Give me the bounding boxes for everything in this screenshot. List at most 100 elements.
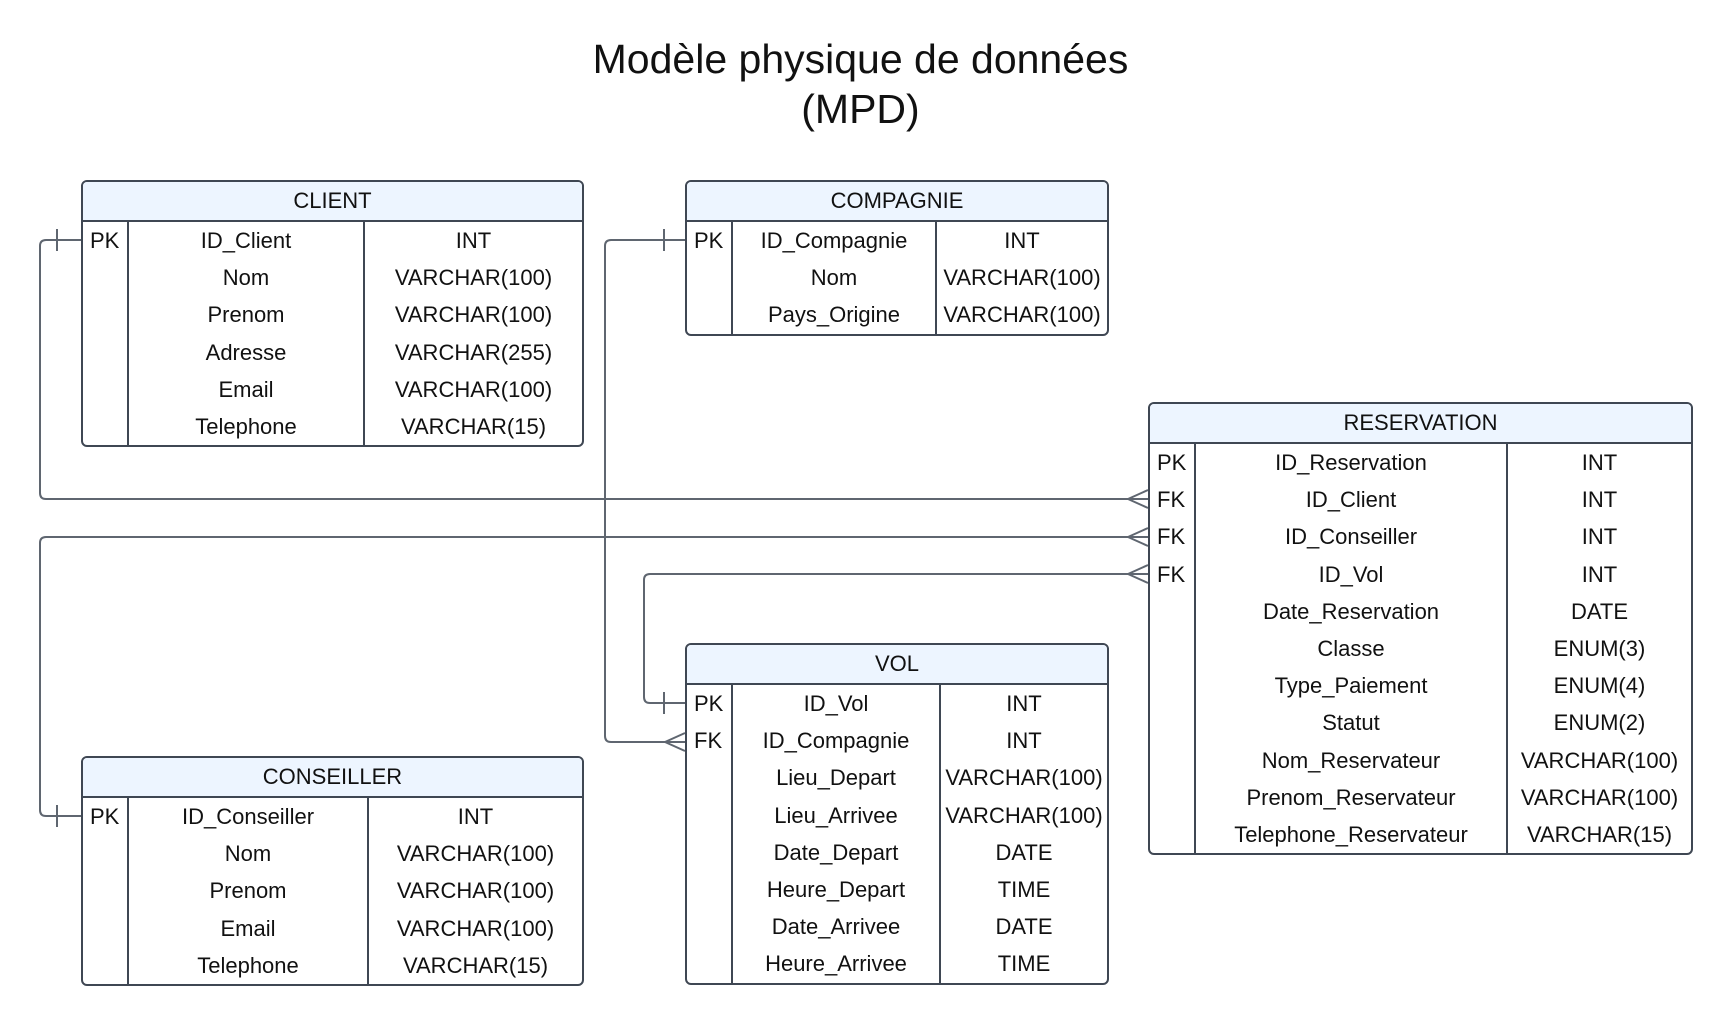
diagram-title-line-2: (MPD) — [801, 86, 920, 132]
table-row: Nom_Reservateur VARCHAR(100) — [1150, 742, 1691, 779]
field-type: INT — [1581, 487, 1618, 513]
field-name: Prenom — [207, 302, 285, 328]
field-type: VARCHAR(100) — [396, 841, 555, 867]
field-type: ENUM(4) — [1553, 673, 1646, 699]
field-name: Email — [220, 915, 276, 941]
field-type: VARCHAR(100) — [1520, 747, 1679, 773]
field-type: VARCHAR(15) — [402, 952, 549, 978]
field-type: VARCHAR(100) — [945, 765, 1103, 791]
field-name: Prenom_Reservateur — [1246, 784, 1456, 810]
field-type: INT — [1581, 450, 1618, 475]
field-type: VARCHAR(100) — [394, 376, 553, 402]
key-marker — [83, 371, 127, 408]
field-type: ENUM(2) — [1553, 710, 1646, 736]
field-name: Nom_Reservateur — [1261, 747, 1441, 773]
key-marker — [687, 759, 731, 796]
key-marker: PK — [1157, 450, 1187, 475]
field-name: Classe — [1317, 635, 1385, 661]
key-marker — [83, 872, 127, 909]
key-marker — [687, 834, 731, 871]
crow-foot-marker-vol — [664, 732, 686, 752]
key-marker: FK — [694, 728, 723, 754]
field-type: VARCHAR(100) — [945, 802, 1103, 828]
field-name: Date_Depart — [773, 839, 899, 865]
diagram-title-line-1: Modèle physique de données — [592, 36, 1129, 82]
key-marker — [687, 259, 731, 296]
field-type: VARCHAR(100) — [394, 265, 553, 291]
field-type: VARCHAR(100) — [1520, 784, 1679, 810]
key-marker — [83, 334, 127, 371]
field-type: DATE — [1570, 598, 1629, 624]
column-divider — [127, 798, 129, 984]
key-marker — [687, 908, 731, 945]
field-type: TIME — [997, 876, 1051, 902]
column-divider — [731, 222, 733, 334]
key-marker: FK — [1157, 487, 1186, 513]
field-name: ID_Compagnie — [760, 228, 908, 253]
key-marker — [83, 835, 127, 872]
key-marker: PK — [90, 228, 120, 253]
key-marker — [687, 296, 731, 333]
key-marker — [687, 871, 731, 908]
field-name: Prenom — [209, 878, 287, 904]
key-marker: FK — [1157, 524, 1186, 550]
table-row: Prenom VARCHAR(100) — [83, 296, 582, 333]
field-type: INT — [457, 804, 494, 829]
field-type: VARCHAR(100) — [943, 265, 1101, 291]
key-marker: PK — [90, 804, 120, 829]
field-name: Telephone — [195, 413, 297, 439]
table-row: Nom VARCHAR(100) — [83, 835, 582, 872]
key-marker — [687, 797, 731, 834]
field-name: Nom — [222, 265, 270, 291]
field-name: ID_Conseiller — [181, 804, 315, 829]
table-row: Prenom_Reservateur VARCHAR(100) — [1150, 779, 1691, 816]
key-marker: FK — [1157, 561, 1186, 587]
entity-header-vol: VOL — [687, 645, 1107, 685]
field-type: VARCHAR(100) — [943, 302, 1101, 328]
field-name: ID_Client — [200, 228, 292, 253]
field-type: INT — [1006, 691, 1042, 716]
table-row: PK ID_Conseiller INT — [83, 798, 582, 835]
field-type: VARCHAR(100) — [394, 302, 553, 328]
field-name: Telephone_Reservateur — [1234, 821, 1468, 847]
key-marker — [83, 910, 127, 947]
crow-foot-marker-reservation — [1127, 564, 1149, 584]
column-divider — [127, 222, 129, 446]
field-name: ID_Conseiller — [1284, 524, 1418, 550]
relationship-line-vol-reservation — [643, 573, 1148, 704]
key-marker — [83, 947, 127, 984]
field-name: Nom — [224, 841, 272, 867]
relationship-line-conseiller-reservation — [39, 536, 1148, 817]
key-marker — [1150, 816, 1194, 853]
key-marker — [1150, 593, 1194, 630]
column-divider — [939, 685, 941, 983]
key-marker: PK — [694, 691, 724, 716]
field-type: ENUM(3) — [1553, 635, 1646, 661]
key-marker — [83, 408, 127, 445]
crow-foot-marker-reservation — [1127, 527, 1149, 547]
field-name: ID_Reservation — [1275, 450, 1427, 475]
